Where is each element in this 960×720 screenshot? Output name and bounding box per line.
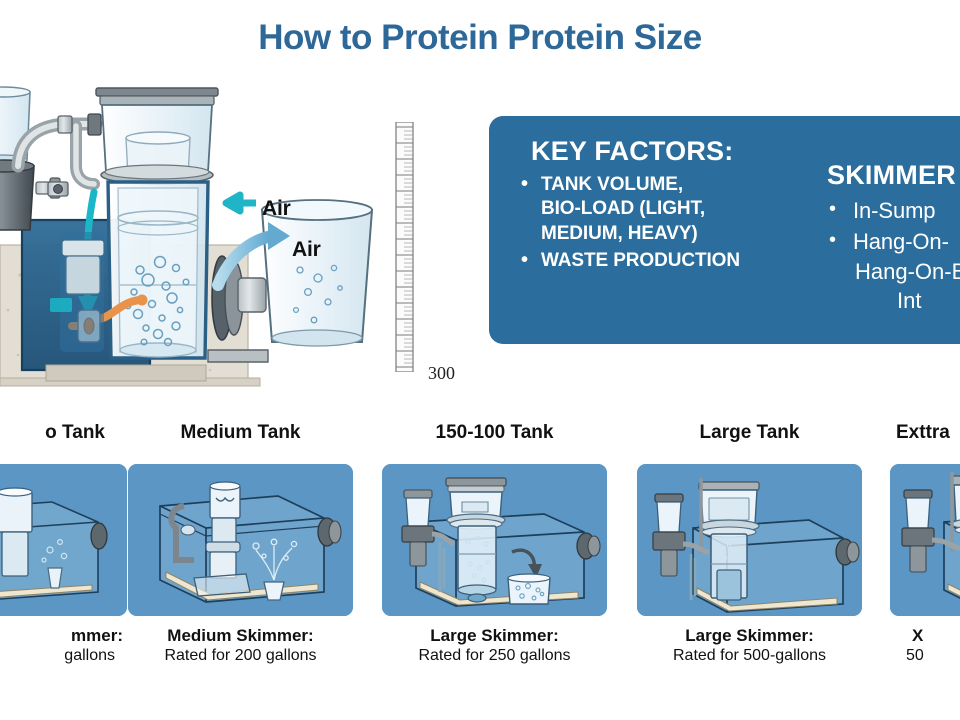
key-factors-item-waste: WASTE PRODUCTION (519, 248, 819, 274)
key-factors-column: KEY FACTORS: TANK VOLUME, BIO-LOAD (LIGH… (519, 132, 819, 330)
key-factors-heading: KEY FACTORS: (531, 136, 734, 166)
tank-sub-1: gallons (64, 647, 115, 665)
measurement-ruler (390, 121, 420, 377)
protein-skimmer-cutaway-illustration: Air Air (0, 70, 380, 405)
tank-caption-2: Medium Skimmer: (167, 626, 314, 645)
tank-sub-5: 50 (906, 647, 924, 665)
ruler-value-label: 300 (428, 363, 455, 383)
tank-illustration-5 (890, 464, 960, 616)
tank-title-2: Medium Tank (180, 422, 301, 443)
tank-caption-5: X (912, 626, 924, 645)
tank-card-2[interactable] (128, 464, 353, 616)
tank-title-4: Large Tank (699, 422, 800, 443)
tank-size-comparison-row: o Tank mm (0, 420, 960, 720)
skimmer-type-in-sump: In-Sump (827, 196, 960, 226)
key-factors-line-3: MEDIUM, HEAVY) (541, 222, 698, 244)
skimmer-types-heading: SKIMMER TY (827, 160, 960, 190)
tank-column-1: o Tank mm (0, 420, 127, 667)
skimmer-type-hang-on: Hang-On- (827, 227, 960, 257)
air-arrow-left (222, 191, 256, 215)
tank-illustration-3 (382, 464, 607, 616)
air-label-left: Air (262, 197, 291, 220)
skimmer-diagram-svg (0, 86, 374, 387)
ruler-svg (395, 121, 414, 373)
tank-column-2: Medium Tank (128, 420, 353, 667)
tank-caption-4: Large Skimmer: (685, 626, 814, 645)
air-arrow-curved (212, 222, 290, 291)
tank-sub-3: Rated for 250 gallons (418, 647, 571, 665)
skimmer-sub-line-1: Hang-On-B (855, 259, 960, 285)
tank-sub-4: Rated for 500-gallons (673, 647, 826, 665)
key-factors-list: TANK VOLUME, BIO-LOAD (LIGHT, MEDIUM, HE… (519, 172, 819, 274)
tank-card-1[interactable] (0, 464, 127, 616)
tank-illustration-2 (128, 464, 353, 616)
tank-title-3: 150-100 Tank (435, 422, 554, 443)
skimmer-sub-line-2: Int (897, 287, 922, 313)
tank-illustration-1 (0, 464, 127, 616)
tank-card-3[interactable] (382, 464, 607, 616)
tank-card-4[interactable] (637, 464, 862, 616)
key-factors-line-1: TANK VOLUME, (541, 174, 683, 195)
tank-illustration-4 (637, 464, 862, 616)
tank-column-5: Exttra (890, 420, 960, 667)
tank-caption-1: mmer: (71, 626, 123, 645)
page-title: How to Protein Protein Size (258, 18, 702, 57)
tank-caption-3: Large Skimmer: (430, 626, 559, 645)
air-label-right: Air (292, 238, 321, 261)
skimmer-types-column: SKIMMER TY In-Sump Hang-On- Hang-On-B In… (819, 132, 960, 330)
tank-sub-2: Rated for 200 gallons (164, 647, 317, 665)
tank-column-4: Large Tank (637, 420, 862, 667)
tank-title-1: o Tank (45, 422, 105, 443)
tank-title-5: Exttra (896, 422, 950, 443)
key-factors-item-volume: TANK VOLUME, BIO-LOAD (LIGHT, MEDIUM, HE… (519, 172, 819, 246)
key-factors-line-2: BIO-LOAD (LIGHT, (541, 198, 706, 220)
tank-card-5[interactable] (890, 464, 960, 616)
key-factors-panel: KEY FACTORS: TANK VOLUME, BIO-LOAD (LIGH… (489, 116, 960, 344)
tank-column-3: 150-100 Tank (382, 420, 607, 667)
skimmer-types-list: In-Sump Hang-On- (827, 196, 960, 257)
